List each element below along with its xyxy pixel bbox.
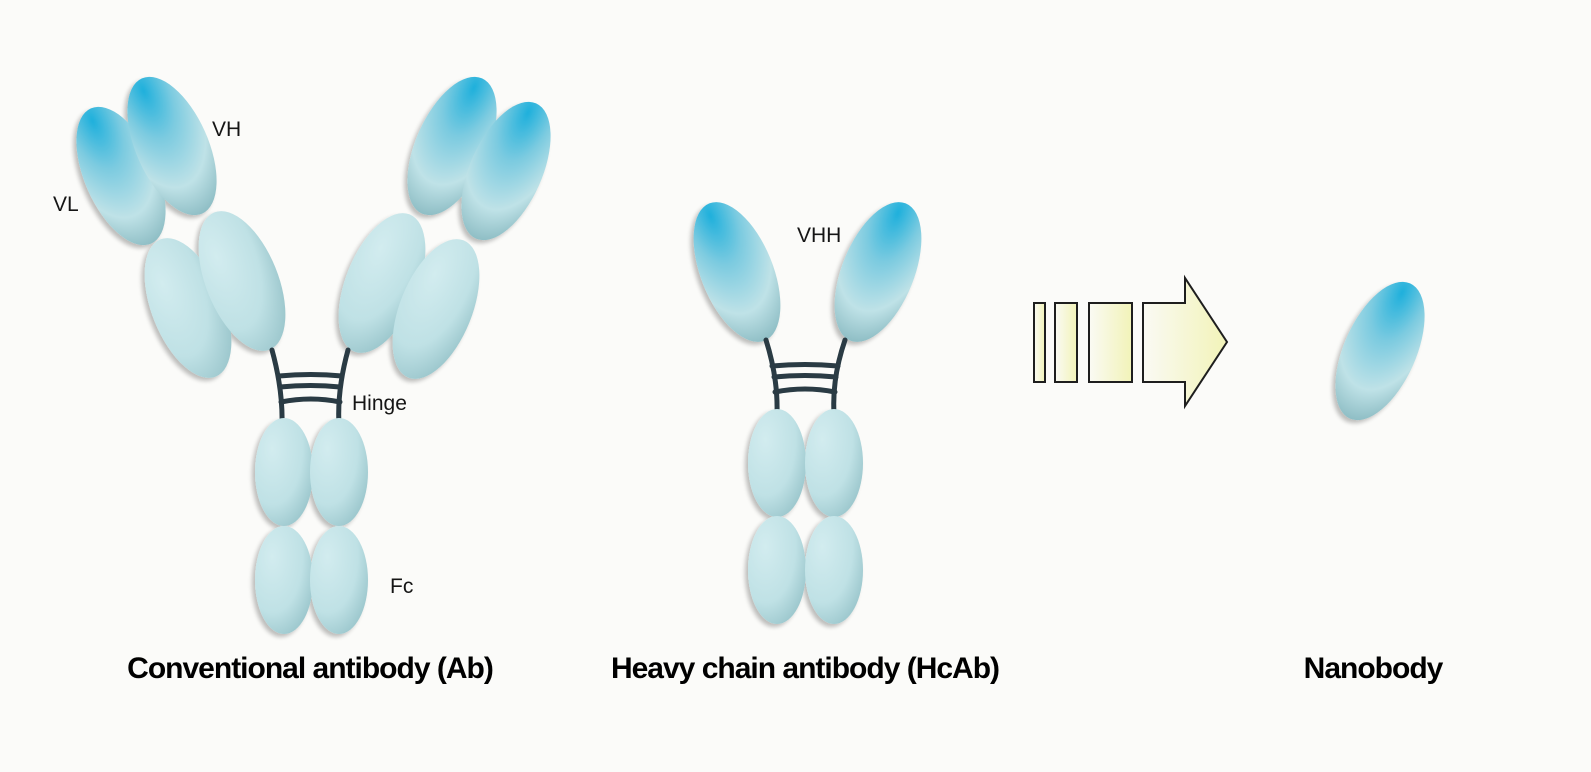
vh-label: VH <box>212 118 241 141</box>
hcab-ch2-left <box>748 409 806 517</box>
vh-domain-left <box>127 76 217 216</box>
ch3-domain-left <box>255 526 313 634</box>
nanobody <box>1335 281 1425 421</box>
caption-conventional-antibody: Conventional antibody (Ab) <box>127 652 494 685</box>
fc-region <box>255 418 368 634</box>
hcab-ch3-left <box>748 516 806 624</box>
fc-label: Fc <box>390 575 413 598</box>
vhh-label: VHH <box>797 224 841 247</box>
heavy-chain-antibody: VHH <box>693 202 922 624</box>
left-arm <box>76 76 286 378</box>
caption-nanobody: Nanobody <box>1303 652 1444 685</box>
cl-domain-right <box>392 239 480 379</box>
vhh-domain-right <box>834 202 922 342</box>
vh-domain-right <box>407 76 497 216</box>
right-arm <box>338 76 551 379</box>
vhh-arms <box>693 202 922 342</box>
ch2-domain-left <box>255 418 313 526</box>
vl-label: VL <box>53 193 79 216</box>
hinge-label: Hinge <box>352 392 407 415</box>
ch3-domain-right <box>310 526 368 634</box>
hcab-fc-region <box>748 409 863 624</box>
nanobody-domain <box>1335 281 1425 421</box>
hcab-ch2-right <box>805 409 863 517</box>
hcab-ch3-right <box>805 516 863 624</box>
caption-heavy-chain-antibody: Heavy chain antibody (HcAb) <box>610 652 1000 685</box>
conventional-antibody: VH VL Hinge Fc <box>53 76 551 634</box>
ch2-domain-right <box>310 418 368 526</box>
hinge-region <box>269 347 351 428</box>
ch1-domain-left <box>198 211 286 351</box>
vhh-domain-left <box>693 202 781 342</box>
vl-domain-right <box>461 101 551 241</box>
arrow-icon <box>1033 274 1229 410</box>
vl-domain-left <box>76 106 166 246</box>
hcab-hinge <box>763 337 848 416</box>
